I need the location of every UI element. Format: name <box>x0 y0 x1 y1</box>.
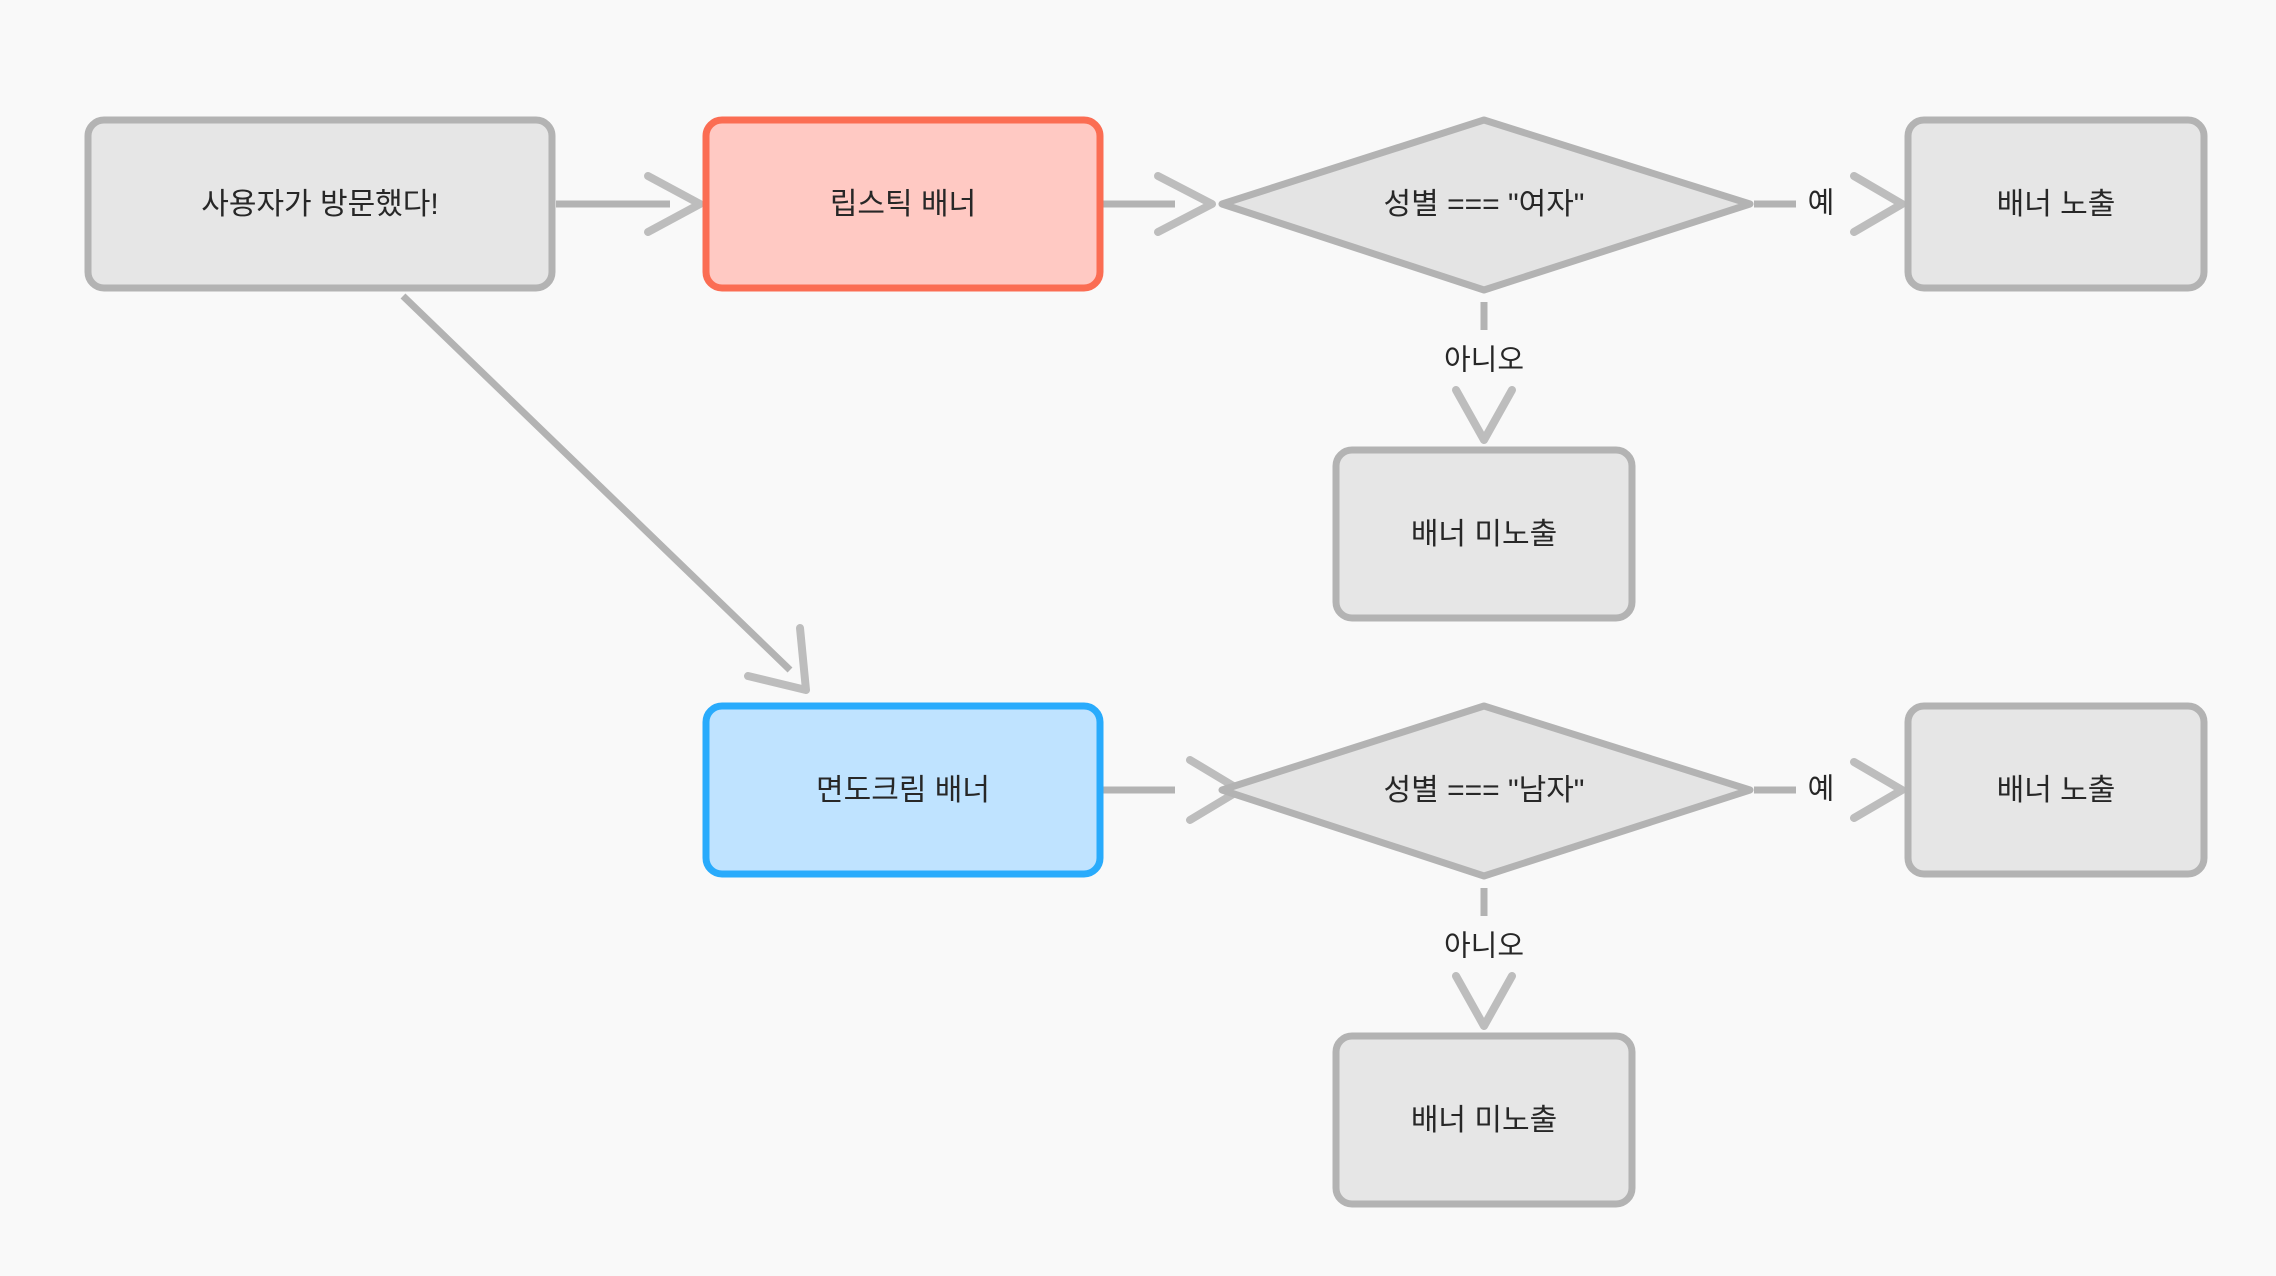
arrowhead-icon <box>1452 972 1516 1030</box>
edge-decision-male-no: 아니오 <box>1444 888 1524 1030</box>
node-label-start: 사용자가 방문했다! <box>201 188 438 221</box>
edge-decision-male-yes: 예 <box>1754 758 1906 822</box>
node-lipstick-banner[interactable]: 립스틱 배너 <box>702 116 1104 292</box>
node-label-decision-male: 성별 === "남자" <box>1384 774 1585 807</box>
edge-label-no-male: 아니오 <box>1444 931 1524 963</box>
node-label-female-hide: 배너 미노출 <box>1411 518 1557 551</box>
edge-label-yes-female: 예 <box>1808 188 1835 220</box>
node-decision-female[interactable]: 성별 === "여자" <box>1218 116 1754 294</box>
node-female-show[interactable]: 배너 노출 <box>1904 116 2208 292</box>
node-shape <box>1218 702 1754 880</box>
node-shape <box>84 116 556 292</box>
edge-decision-female-yes: 예 <box>1754 172 1906 236</box>
node-shape <box>1904 116 2208 292</box>
node-label-male-hide: 배너 미노출 <box>1411 1104 1557 1137</box>
edge-line <box>400 293 793 673</box>
arrowhead-icon <box>744 624 810 694</box>
node-male-hide[interactable]: 배너 미노출 <box>1332 1032 1636 1208</box>
node-label-shavingcream-banner: 면도크림 배너 <box>816 774 990 807</box>
edge-start-to-lipstick <box>556 172 704 236</box>
node-female-hide[interactable]: 배너 미노출 <box>1332 446 1636 622</box>
node-label-lipstick-banner: 립스틱 배너 <box>830 188 976 221</box>
edge-label-no-female: 아니오 <box>1444 345 1524 377</box>
node-label-female-show: 배너 노출 <box>1997 188 2116 221</box>
node-shape <box>1332 446 1636 622</box>
arrowhead-icon <box>1850 758 1906 822</box>
arrowhead-icon <box>1154 172 1216 236</box>
node-shape <box>702 116 1104 292</box>
edge-lipstick-to-decision-female <box>1100 172 1216 236</box>
node-shape <box>1904 702 2208 878</box>
edge-decision-female-no: 아니오 <box>1444 302 1524 444</box>
node-shape <box>702 702 1104 878</box>
edge-label-yes-male: 예 <box>1808 774 1835 806</box>
edge-start-to-shavingcream <box>400 293 810 694</box>
arrowhead-icon <box>1452 386 1516 444</box>
node-label-male-show: 배너 노출 <box>1997 774 2116 807</box>
node-shavingcream-banner[interactable]: 면도크림 배너 <box>702 702 1104 878</box>
node-male-show[interactable]: 배너 노출 <box>1904 702 2208 878</box>
arrowhead-icon <box>644 172 704 236</box>
node-shape <box>1332 1032 1636 1208</box>
arrowhead-icon <box>1850 172 1906 236</box>
node-label-decision-female: 성별 === "여자" <box>1384 188 1585 221</box>
node-start[interactable]: 사용자가 방문했다! <box>84 116 556 292</box>
node-shape <box>1218 116 1754 294</box>
node-decision-male[interactable]: 성별 === "남자" <box>1218 702 1754 880</box>
